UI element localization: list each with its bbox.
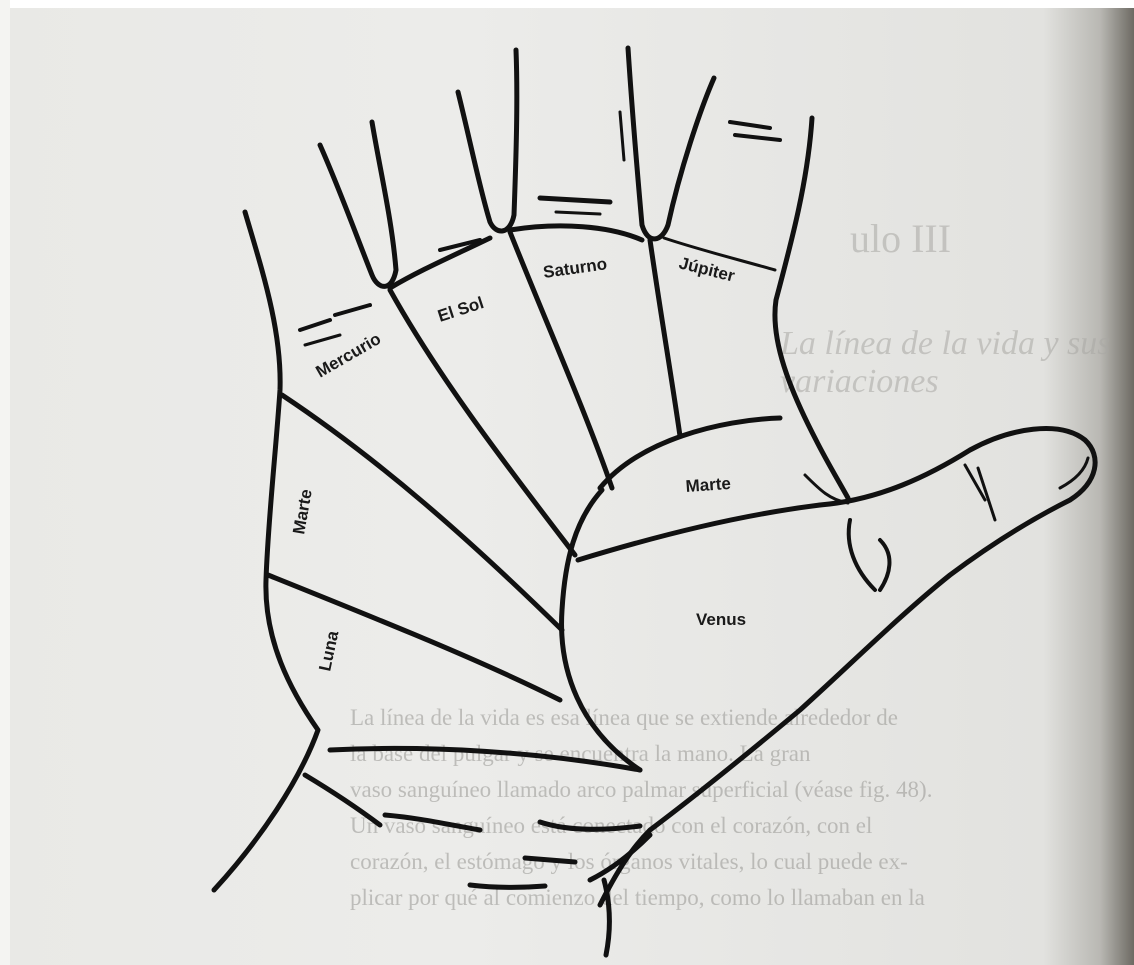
divider-marte-mercurio (282, 395, 562, 630)
mount-marte-lower-line (578, 505, 820, 560)
crease-dash (556, 212, 600, 214)
ring-finger-outline (458, 50, 517, 231)
crease-dash (735, 135, 780, 140)
wrist-crease (525, 858, 575, 862)
wrist-crease (470, 885, 545, 887)
divider-luna-base (330, 748, 640, 770)
index-finger-outline (775, 118, 848, 498)
middle-finger-outline (628, 48, 714, 239)
thumb-crease (1060, 458, 1088, 488)
crease-dash (335, 305, 370, 315)
divider-mercurio-sol (390, 290, 575, 555)
label-venus: Venus (696, 610, 746, 629)
divider-saturno-jupiter (650, 240, 680, 436)
finger-base-pinky-ring (390, 238, 490, 288)
divider-marte-luna (268, 575, 560, 700)
finger-base-ring-middle (510, 226, 642, 240)
mount-venus-boundary (562, 490, 640, 770)
label-marte-lower: Marte (289, 488, 316, 536)
label-marte-upper: Marte (685, 474, 732, 496)
crease-dash (300, 320, 330, 330)
wrist-crease (540, 822, 640, 829)
crease-dash (540, 198, 610, 202)
wrist-crease (305, 775, 380, 825)
wrist-crease (385, 815, 480, 830)
thumb-outline (600, 429, 1095, 905)
hand-outline-left (214, 212, 318, 890)
thumb-crease (880, 540, 889, 590)
crease-dash (730, 122, 770, 128)
crease-dash (305, 335, 340, 345)
crease-dash (620, 112, 624, 160)
label-el-sol: El Sol (435, 293, 486, 326)
label-luna: Luna (315, 629, 342, 673)
pinky-finger-outline (320, 122, 396, 286)
label-mercurio: Mercurio (313, 329, 385, 381)
thumb-crease (849, 520, 875, 590)
label-saturno: Saturno (542, 254, 608, 282)
wrist-line-right (604, 880, 610, 955)
